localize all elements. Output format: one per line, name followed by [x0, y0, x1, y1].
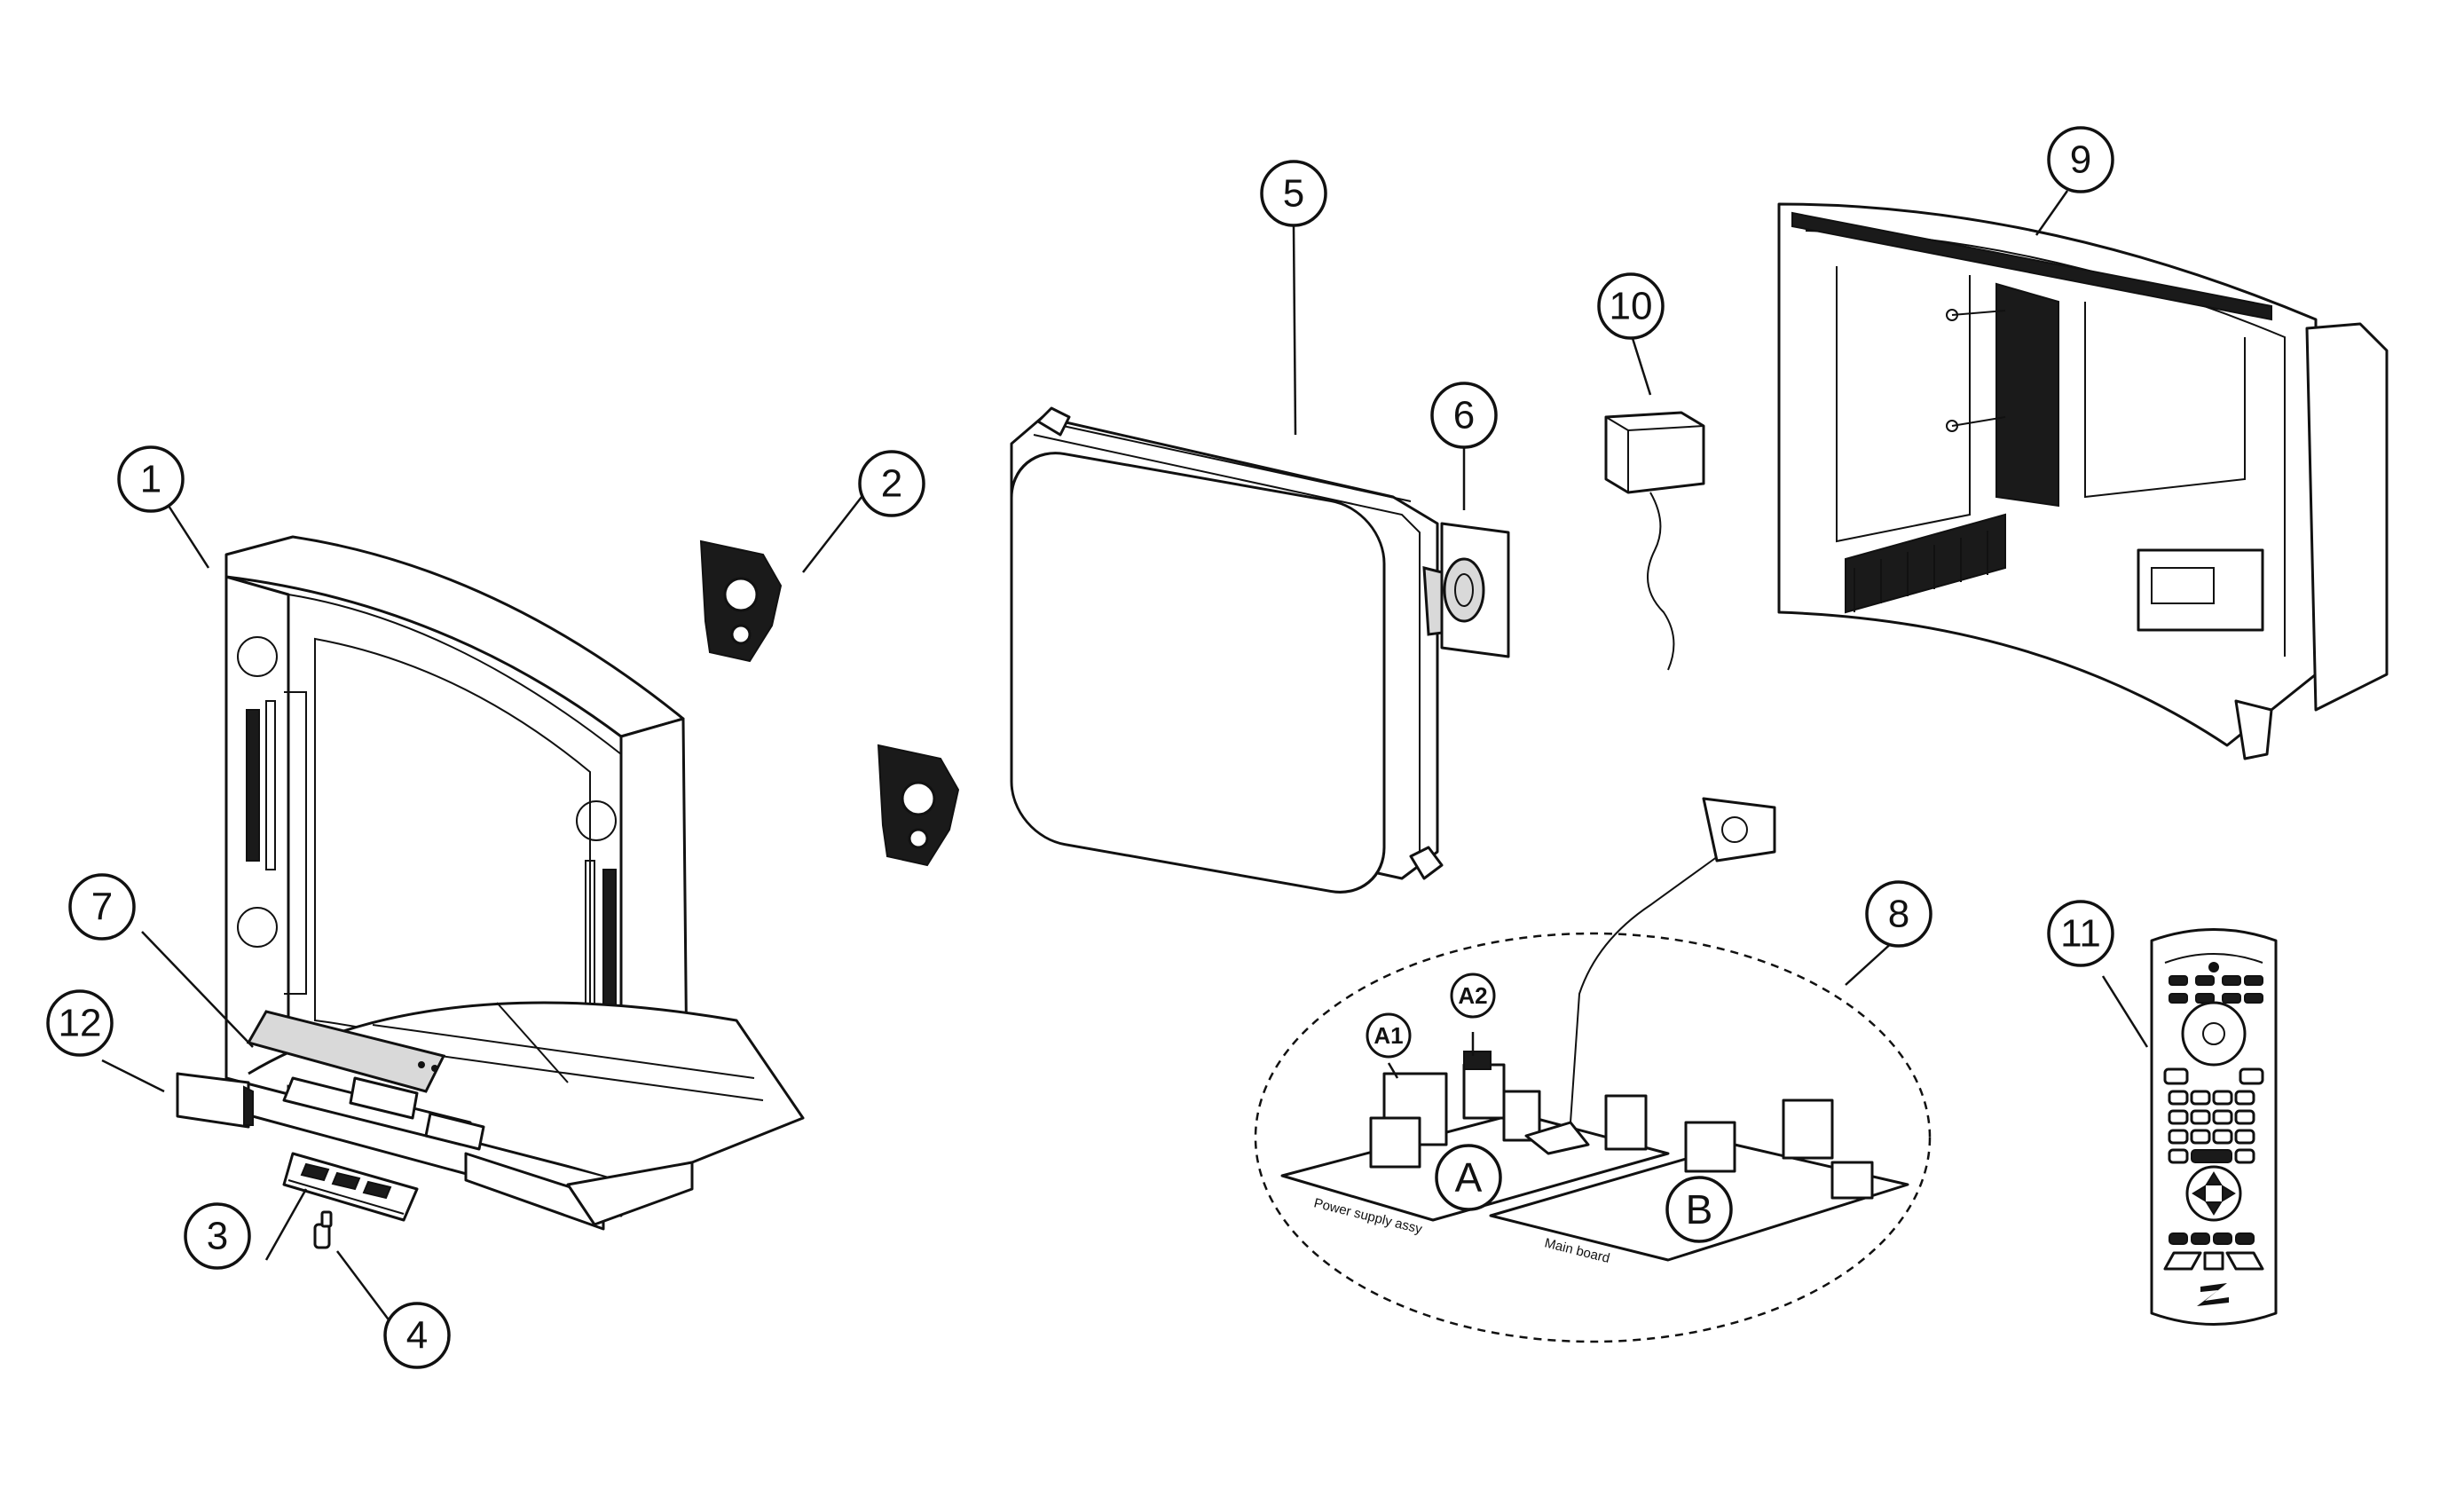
callout-9: 9: [2047, 126, 2114, 193]
callout-a1: A1: [1366, 1012, 1412, 1059]
callout-a2-label: A2: [1458, 982, 1487, 1009]
callout-12-label: 12: [59, 1002, 102, 1045]
crt-tube: [1010, 406, 1466, 894]
crt-brackets: [699, 539, 960, 867]
callout-7: 7: [68, 873, 136, 941]
callout-8-label: 8: [1888, 893, 1909, 936]
callout-a-label: A: [1455, 1154, 1483, 1201]
callout-b-label: B: [1686, 1186, 1713, 1232]
callout-1-label: 1: [140, 458, 161, 501]
callout-2-label: 2: [881, 462, 902, 506]
callout-2: 2: [858, 450, 925, 517]
control-panel: [246, 1010, 485, 1151]
callout-1: 1: [117, 445, 185, 513]
callout-4: 4: [383, 1302, 451, 1369]
callout-6-label: 6: [1453, 394, 1475, 437]
callout-11-label: 11: [2060, 912, 2101, 956]
leader-lines: [101, 190, 2149, 1323]
brand-logo-icon: [2197, 1283, 2229, 1306]
remote-top-buttons: [2169, 975, 2263, 1004]
callout-6: 6: [1430, 382, 1498, 449]
callout-a2: A2: [1450, 973, 1496, 1019]
power-cord: [1604, 411, 1705, 671]
callout-5-label: 5: [1283, 172, 1304, 216]
deflection-yoke: [1440, 522, 1510, 658]
callout-a1-label: A1: [1374, 1022, 1403, 1049]
callout-12: 12: [46, 989, 114, 1057]
callout-11: 11: [2047, 900, 2114, 967]
callout-5: 5: [1260, 160, 1327, 227]
callout-10: 10: [1597, 272, 1665, 340]
button-strip: [282, 1152, 419, 1222]
callout-3: 3: [184, 1202, 251, 1270]
callout-7-label: 7: [91, 886, 113, 929]
callout-10-label: 10: [1610, 285, 1653, 328]
back-cover: [1777, 202, 2389, 760]
remote-control: [2150, 928, 2278, 1326]
knob: [313, 1210, 333, 1249]
callout-a: A: [1435, 1144, 1502, 1211]
badge-plate: [176, 1072, 254, 1129]
callout-4-label: 4: [406, 1314, 428, 1358]
remote-keypad: [2168, 1090, 2255, 1164]
callout-8: 8: [1865, 880, 1932, 948]
callout-9-label: 9: [2070, 138, 2091, 182]
callout-3-label: 3: [207, 1215, 228, 1258]
callout-b: B: [1665, 1176, 1733, 1243]
